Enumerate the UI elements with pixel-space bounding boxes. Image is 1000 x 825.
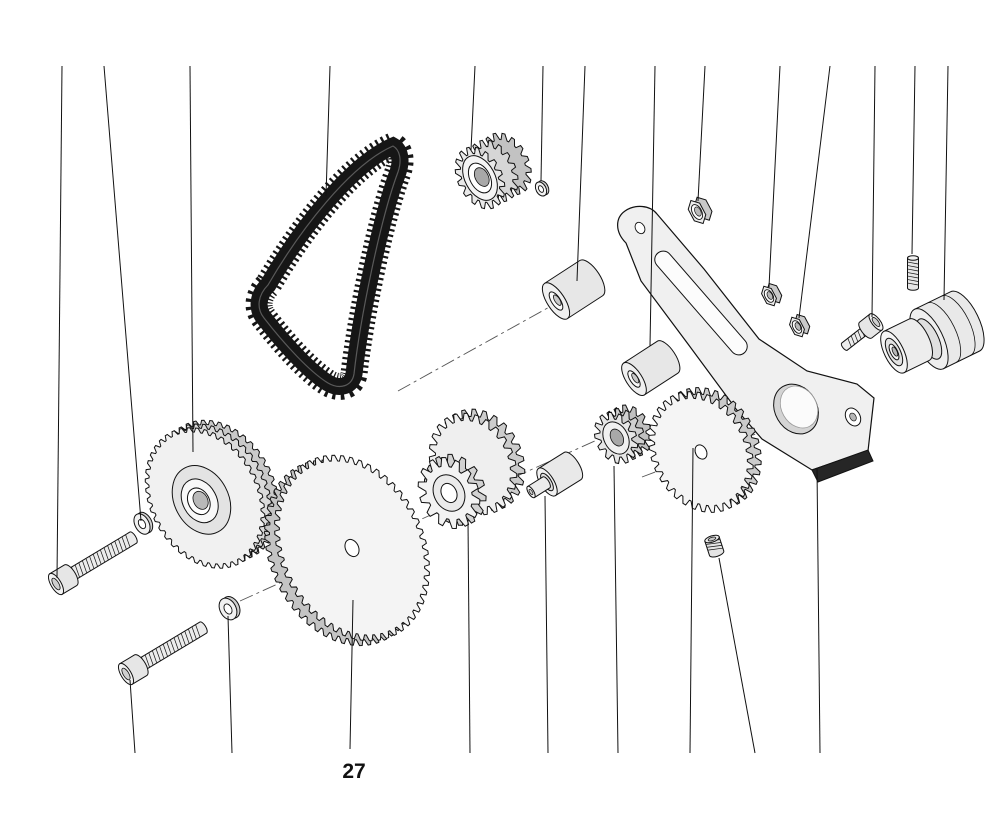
hex-nut-3: [789, 313, 811, 338]
axis-centerline: [397, 299, 563, 392]
driven-gear: [648, 387, 762, 513]
leader-line: [227, 615, 233, 754]
leader-line: [649, 65, 656, 347]
washer-2: [218, 596, 241, 621]
leader-line: [576, 65, 586, 282]
leader-line: [325, 65, 331, 197]
cap-screw-1: [47, 531, 138, 596]
leader-lines: [56, 65, 949, 754]
bearing-sleeve: [880, 318, 933, 374]
pivot-screw: [840, 313, 884, 351]
tensioner-bracket-arm-ellipse: [849, 412, 857, 422]
leader-line: [911, 65, 916, 255]
leader-line: [816, 467, 821, 754]
washer-1: [133, 511, 154, 535]
leader-line: [467, 519, 471, 754]
motor-pinion-gear: [454, 132, 532, 210]
spacer-bushing-rear: [621, 340, 681, 397]
leader-line: [689, 447, 694, 754]
leader-line: [768, 65, 781, 288]
tensioner-bracket-arm-ellipse: [779, 385, 819, 429]
tensioner-bracket-arm-rect: [654, 250, 748, 356]
spacer-bushing-front: [541, 259, 606, 320]
leader-line: [544, 495, 549, 754]
leader-line: [943, 65, 949, 301]
retaining-ring: [534, 180, 550, 197]
leader-line: [129, 679, 136, 754]
belt-pulley: [144, 419, 280, 569]
leader-line: [718, 557, 756, 754]
leader-line: [189, 65, 194, 453]
leader-line: [798, 65, 831, 319]
leader-line: [470, 65, 476, 151]
idler-pinion-gear: [593, 404, 653, 465]
leader-line: [871, 65, 876, 318]
stepped-shaft-tip: [526, 476, 551, 499]
tensioner-bracket-arm-path: [811, 449, 874, 483]
hex-nut-2: [761, 282, 783, 307]
leader-line: [540, 65, 544, 182]
leader-line: [697, 65, 706, 202]
cap-screw-2: [117, 621, 208, 686]
tensioner-bracket-arm-ellipse: [634, 221, 646, 235]
leader-line: [613, 465, 619, 754]
leader-line: [56, 65, 63, 579]
leader-line: [349, 599, 354, 750]
tensioner-bracket-arm: [617, 205, 875, 483]
main-spur-gear: [264, 454, 430, 647]
threaded-stud: [907, 255, 919, 291]
set-screw: [704, 534, 725, 558]
cluster-gear-front: [417, 453, 487, 529]
timing-belt: [245, 130, 414, 400]
page-number: 27: [342, 760, 366, 783]
leader-line: [103, 65, 142, 522]
hex-nut-1: [687, 196, 713, 225]
